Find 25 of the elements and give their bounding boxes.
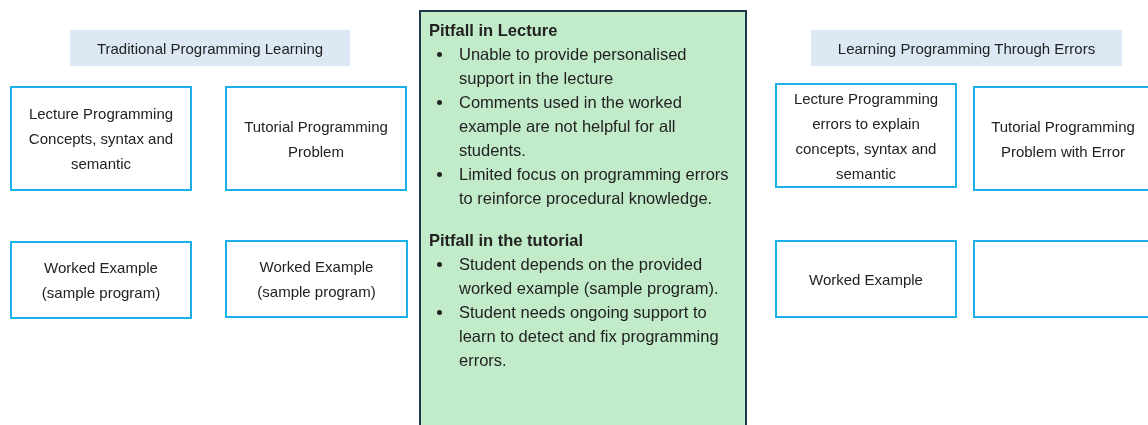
bullet-item: Comments used in the worked example are not helpful for all students. xyxy=(459,90,737,162)
section-heading: Pitfall in the tutorial xyxy=(429,230,584,251)
box-text: Worked Example xyxy=(809,269,923,290)
empty-box xyxy=(973,240,1148,318)
pitfall-panel xyxy=(419,10,747,425)
bullet-item: Student depends on the provided worked example (sample program). xyxy=(459,252,737,300)
box-text: Worked Example (sample program) xyxy=(256,257,377,302)
tutorial-box xyxy=(225,86,407,191)
section-heading: Pitfall in Lecture xyxy=(429,20,559,41)
box-text: Worked Example (sample program) xyxy=(40,258,162,303)
bullet-item: Student needs ongoing support to learn to detect and fix programming errors. xyxy=(459,300,737,372)
worked-example-box xyxy=(10,241,192,319)
bullet-item: Unable to provide personalised support in the lecture xyxy=(459,42,737,90)
box-text: Tutorial Programming Problem with Error xyxy=(990,116,1136,162)
lecture-box xyxy=(10,86,192,191)
heading-text: Learning Programming Through Errors xyxy=(837,38,1096,59)
box-text: Tutorial Programming Problem xyxy=(243,116,389,162)
box-text: Lecture Programming Concepts, syntax and semantic xyxy=(27,104,175,174)
bullet-item: Limited focus on programming errors to reinforce procedural knowledge. xyxy=(459,162,737,210)
tutorial-box xyxy=(973,86,1148,191)
heading-text: Traditional Programming Learning xyxy=(96,38,324,59)
worked-example-box xyxy=(775,240,957,318)
lecture-box xyxy=(775,83,957,188)
worked-example-box xyxy=(225,240,408,318)
box-text: Lecture Programming errors to explain concepts, syntax and semantic xyxy=(792,88,940,184)
